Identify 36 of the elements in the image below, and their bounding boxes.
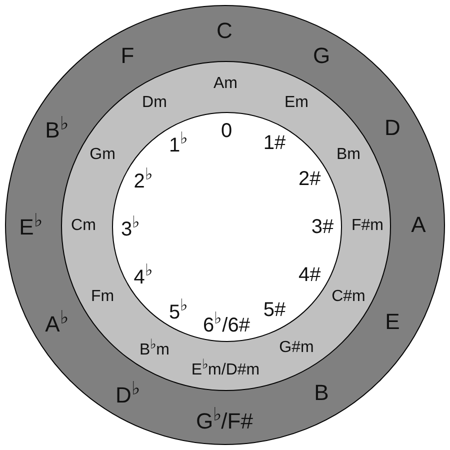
- key-signature-label: 3#: [311, 216, 334, 236]
- key-signature-label: 4$^{♭}$: [134, 262, 153, 287]
- major-key-label: D$^{♭}$: [116, 378, 140, 406]
- key-signature-label: 1$^{♭}$: [168, 131, 188, 156]
- minor-key-label: Gm: [90, 146, 116, 162]
- major-key-label: C: [216, 20, 232, 42]
- major-key-label: B$^{♭}$: [45, 114, 68, 142]
- major-key-label: B: [314, 382, 329, 404]
- key-signature-label: 5$^{♭}$: [168, 297, 188, 322]
- minor-key-label: Em: [284, 94, 308, 111]
- key-signature-label: 2#: [298, 168, 321, 188]
- key-signature-label: 2$^{♭}$: [134, 166, 153, 191]
- key-signature-label: 1#: [263, 133, 286, 154]
- minor-key-label: F#m: [352, 218, 384, 234]
- minor-key-label: Am: [214, 76, 238, 92]
- major-key-label: A: [411, 214, 426, 236]
- minor-key-label: Fm: [90, 288, 114, 304]
- minor-key-label: G#m: [279, 340, 314, 356]
- key-signature-label: 4#: [298, 264, 321, 284]
- major-key-label: D: [384, 116, 400, 138]
- key-signature-label: 5#: [263, 300, 286, 320]
- key-signature-label: 3$^{♭}$: [120, 214, 140, 239]
- major-key-label: G$^{♭}$/F#: [196, 404, 253, 432]
- minor-key-label: E$^{♭}$m/D#m: [191, 356, 260, 378]
- minor-key-label: C#m: [332, 288, 366, 304]
- minor-key-label: Dm: [142, 94, 167, 111]
- minor-key-label: Bm: [336, 146, 360, 162]
- major-key-label: A$^{♭}$: [45, 308, 68, 336]
- major-key-label: E$^{♭}$: [19, 210, 42, 238]
- major-key-label: G: [312, 45, 330, 68]
- major-key-label: E: [385, 310, 400, 332]
- minor-key-label: B$^{♭}$m: [140, 338, 170, 360]
- major-key-label: F: [120, 45, 134, 68]
- minor-key-label: Cm: [71, 218, 96, 234]
- key-signature-label: 6$^{♭}$/6#: [203, 310, 250, 335]
- key-signature-label: 0: [220, 120, 232, 140]
